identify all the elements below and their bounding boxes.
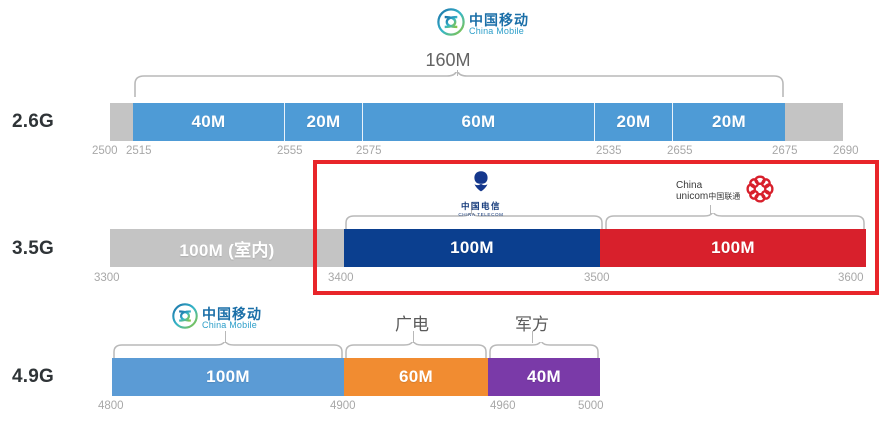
tick-35g-3400: 3400 (328, 272, 354, 284)
segment-26g-20m-c: 20M (673, 103, 785, 141)
row-label-49g: 4.9G (12, 366, 54, 387)
brace-26g (133, 72, 785, 98)
china-mobile-logo-26g: 中国移动 China Mobile (437, 8, 529, 41)
segment-49g-guangdian-60m: 60M (344, 358, 488, 396)
segment-26g-60m: 60M (363, 103, 595, 141)
highlight-box-35g (313, 160, 879, 295)
china-mobile-name-cn: 中国移动 (469, 11, 529, 28)
china-unicom-name-en2: unicom (676, 190, 709, 202)
bar-35g: 100M (室内) 100M 100M (110, 229, 866, 267)
tick-35g-3300: 3300 (94, 272, 120, 284)
brace-stem-49g-mobile (225, 331, 226, 343)
tick-26g-2555: 2555 (277, 145, 303, 157)
china-mobile-name-en-49g: China Mobile (202, 320, 257, 331)
brace-label-guangdian: 广电 (395, 315, 429, 334)
bar-26g: 40M 20M 60M 20M 20M (110, 103, 843, 141)
china-unicom-mark-icon (743, 172, 777, 211)
tick-35g-3600: 3600 (838, 272, 864, 284)
segment-35g-indoor-100m: 100M (室内) (110, 229, 344, 267)
china-mobile-name-en: China Mobile (469, 26, 524, 37)
brace-stem-49g-guangdian (413, 331, 414, 343)
brace-49g-mobile (112, 342, 344, 362)
row-label-26g: 2.6G (12, 111, 54, 132)
segment-26g-20m-b: 20M (595, 103, 673, 141)
brace-label-160m: 160M (425, 50, 471, 70)
brace-label-junfang: 军方 (515, 315, 549, 334)
tick-49g-4960: 4960 (490, 400, 516, 412)
china-unicom-name-en1: China (676, 180, 703, 191)
segment-35g-unicom-100m: 100M (600, 229, 866, 267)
china-mobile-name-cn-49g: 中国移动 (202, 305, 262, 322)
china-unicom-logo: China unicom 中国联通 (676, 172, 777, 211)
tick-26g-2535: 2535 (596, 145, 622, 157)
tick-26g-2655: 2655 (667, 145, 693, 157)
tick-49g-5000: 5000 (578, 400, 604, 412)
tick-26g-2500: 2500 (92, 145, 118, 157)
brace-49g-junfang (488, 342, 600, 362)
tick-26g-2575: 2575 (356, 145, 382, 157)
tick-26g-2515: 2515 (126, 145, 152, 157)
tick-49g-4900: 4900 (330, 400, 356, 412)
china-telecom-name-en: CHINA TELECOM (458, 212, 504, 217)
china-unicom-name-cn: 中国联通 (708, 191, 741, 201)
segment-49g-mobile-100m: 100M (112, 358, 344, 396)
bar-49g: 100M 60M 40M (112, 358, 600, 396)
china-mobile-mark-icon (437, 8, 465, 41)
tick-26g-2675: 2675 (772, 145, 798, 157)
segment-35g-telecom-100m: 100M (344, 229, 600, 267)
segment-49g-junfang-40m: 40M (488, 358, 600, 396)
brace-35g-unicom (604, 213, 866, 233)
china-telecom-name-cn: 中国电信 (460, 201, 501, 211)
tick-49g-4800: 4800 (98, 400, 124, 412)
tick-26g-2690: 2690 (833, 145, 859, 157)
china-telecom-mark-icon (468, 168, 494, 199)
brace-49g-guangdian (344, 342, 488, 362)
segment-26g-guard-high (785, 103, 843, 141)
segment-26g-20m-a: 20M (285, 103, 363, 141)
brace-stem-49g-junfang (532, 331, 533, 343)
tick-35g-3500: 3500 (584, 272, 610, 284)
china-mobile-mark-icon-49g (172, 303, 198, 334)
row-label-35g: 3.5G (12, 238, 54, 259)
telecom-logo-stem (471, 202, 472, 214)
brace-stem-26g (457, 70, 458, 76)
segment-26g-guard-low (110, 103, 133, 141)
brace-35g-telecom (344, 213, 604, 233)
china-telecom-logo: 中国电信 CHINA TELECOM (443, 168, 519, 217)
segment-26g-40m: 40M (133, 103, 285, 141)
china-mobile-logo-49g: 中国移动 China Mobile (172, 303, 262, 334)
unicom-logo-stem (710, 205, 711, 215)
